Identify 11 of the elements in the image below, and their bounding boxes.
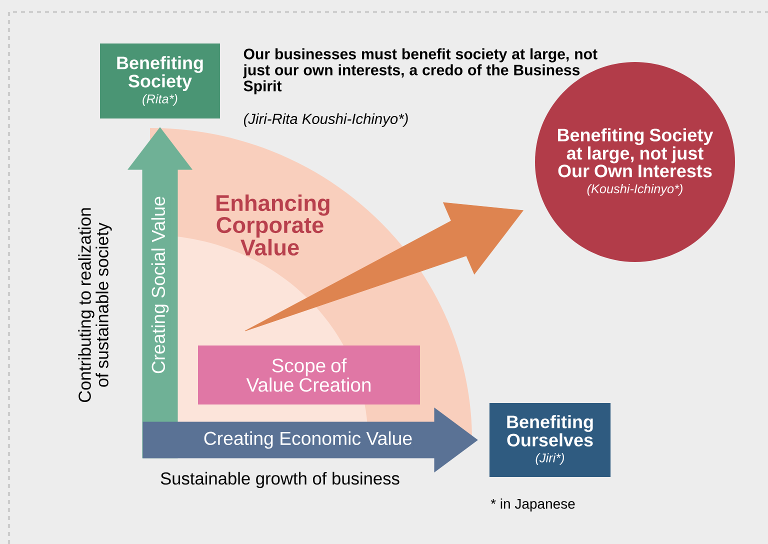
label-box: Benefiting Ourselves (Jiri*): [489, 403, 611, 477]
arrow: [244, 202, 524, 332]
edge-label: Creating Economic Value: [202, 430, 414, 450]
label-box: Benefiting Society (Rita*): [100, 44, 220, 118]
footnote: * in Japanese: [490, 498, 575, 512]
axis-caption: Contributing to realization of sustainable society: [78, 208, 112, 402]
scope-box: Scope of Value Creation: [198, 346, 420, 404]
enhancing-value-text: Enhancing Corporate Value: [216, 194, 330, 256]
edge-label: Creating Social Value: [150, 194, 170, 376]
credo-note: (Jiri-Rita Koushi-Ichinyo*): [244, 113, 408, 127]
axis-caption: Sustainable growth of business: [160, 472, 400, 488]
